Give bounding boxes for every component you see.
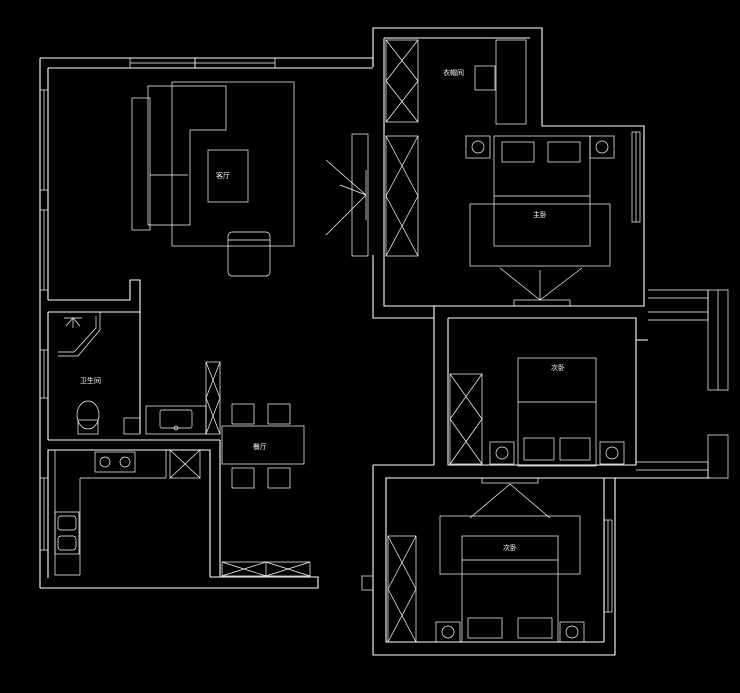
bed bbox=[493, 135, 591, 247]
nightstand bbox=[465, 135, 491, 159]
bed bbox=[461, 535, 559, 643]
sofa bbox=[147, 85, 227, 226]
tv-unit bbox=[513, 299, 571, 307]
master-bedroom: 主卧 bbox=[385, 135, 615, 307]
bed bbox=[517, 357, 597, 467]
balconies bbox=[361, 131, 729, 613]
pillow bbox=[559, 437, 591, 461]
floor-drain bbox=[123, 417, 141, 435]
living-room: 客厅 bbox=[131, 81, 295, 277]
chair bbox=[231, 467, 255, 489]
stove-icon bbox=[94, 451, 136, 473]
nightstand bbox=[599, 441, 625, 465]
master-bedroom-label: 主卧 bbox=[533, 210, 547, 219]
nightstand bbox=[489, 441, 515, 465]
pillow bbox=[517, 617, 553, 639]
second-bedroom-south-label: 次卧 bbox=[503, 543, 517, 552]
second-bedroom-east-label: 次卧 bbox=[551, 363, 565, 372]
chair bbox=[267, 403, 291, 425]
toilet-icon bbox=[76, 400, 100, 430]
west-windows bbox=[39, 57, 276, 551]
second-bedroom-south: 次卧 bbox=[387, 477, 585, 643]
dining-table bbox=[221, 425, 305, 465]
sink-icon bbox=[54, 511, 80, 555]
stool bbox=[474, 65, 496, 91]
east-block-walls bbox=[372, 27, 710, 656]
pillow bbox=[523, 437, 555, 461]
second-bedroom-east: 次卧 bbox=[449, 357, 625, 467]
dining-room: 餐厅 bbox=[145, 361, 311, 577]
nightstand bbox=[589, 135, 615, 159]
fridge-icon bbox=[169, 449, 201, 479]
kitchen bbox=[54, 449, 201, 576]
cloakroom: 衣帽间 bbox=[385, 39, 527, 125]
pillow bbox=[467, 617, 503, 639]
tv-unit bbox=[481, 477, 539, 484]
rug bbox=[439, 515, 581, 575]
display-shelf bbox=[205, 361, 221, 435]
chair bbox=[231, 403, 255, 425]
wardrobe bbox=[385, 39, 419, 123]
pillow bbox=[501, 141, 535, 163]
west-block-walls bbox=[39, 57, 374, 589]
bathroom-label: 卫生间 bbox=[80, 376, 101, 385]
cloakroom-label: 衣帽间 bbox=[443, 68, 464, 77]
closet bbox=[495, 39, 527, 125]
tv-cabinet bbox=[131, 97, 151, 231]
armchair bbox=[227, 231, 271, 277]
nightstand bbox=[559, 621, 585, 643]
living-room-label: 客厅 bbox=[216, 171, 230, 180]
coffee-table bbox=[207, 149, 249, 203]
wardrobe bbox=[385, 135, 419, 257]
wardrobe bbox=[387, 535, 417, 643]
nightstand bbox=[435, 621, 461, 643]
rug bbox=[469, 203, 611, 267]
pillow bbox=[547, 141, 581, 163]
bathroom: 卫生间 bbox=[58, 312, 141, 435]
entrance-door bbox=[325, 133, 369, 257]
dining-room-label: 餐厅 bbox=[253, 442, 267, 451]
chair bbox=[267, 467, 291, 489]
wardrobe bbox=[449, 373, 483, 465]
